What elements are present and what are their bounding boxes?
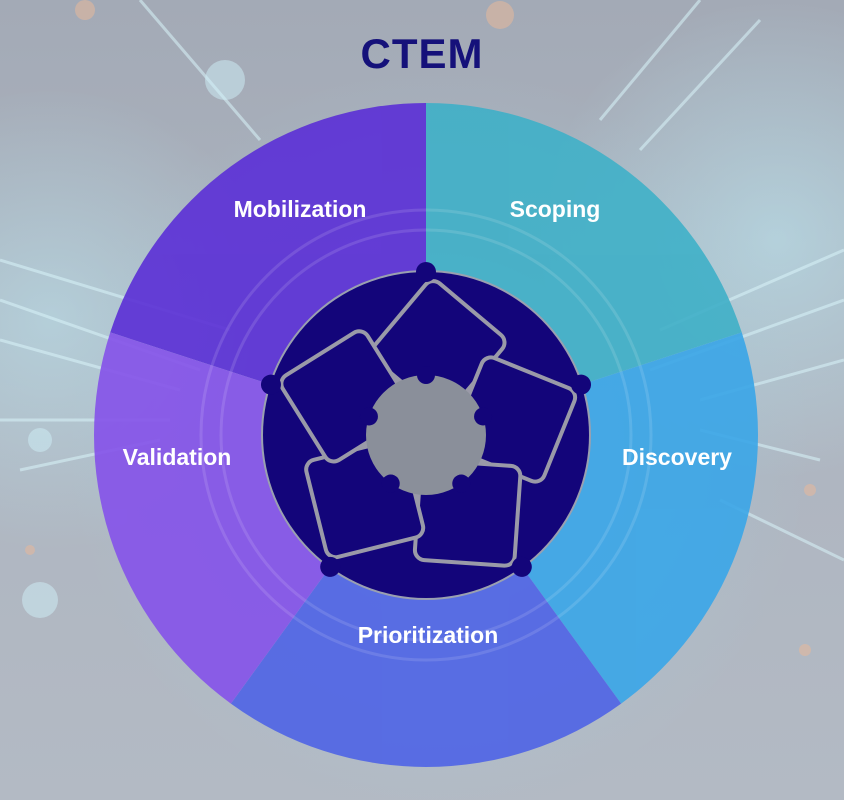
segment-validation[interactable] [93, 332, 330, 704]
decorative-rings [199, 208, 653, 662]
stage-label-validation: Validation [123, 444, 232, 470]
segment-mobilization[interactable] [110, 103, 426, 385]
diagram-title: CTEM [360, 30, 484, 77]
stage-label-mobilization: Mobilization [234, 196, 367, 222]
stage-label-prioritization: Prioritization [358, 622, 499, 648]
segment-prioritization[interactable] [230, 567, 622, 768]
stage-label-scoping: Scoping [510, 196, 601, 222]
stage-label-discovery: Discovery [622, 444, 732, 470]
segment-discovery[interactable] [522, 332, 758, 704]
segment-scoping[interactable] [426, 103, 742, 385]
center-hub [359, 366, 493, 495]
